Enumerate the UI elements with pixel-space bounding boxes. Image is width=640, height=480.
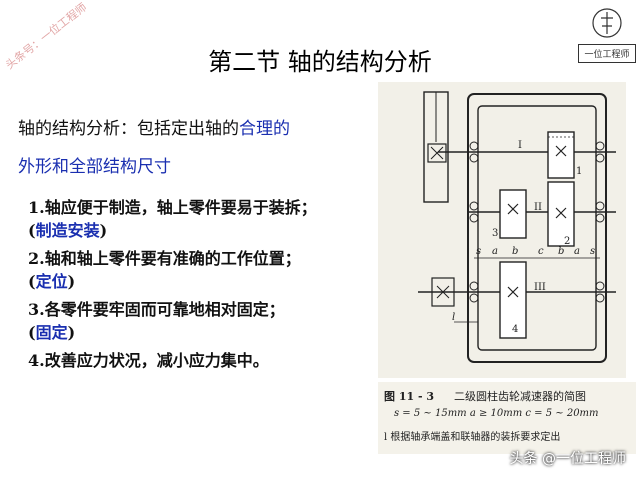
point-3-main: 3.各零件要牢固而可靠地相对固定； xyxy=(28,300,285,319)
logo: 一位工程师 xyxy=(578,4,636,64)
logo-text: 一位工程师 xyxy=(578,44,636,63)
shaft-label-III: III xyxy=(534,282,546,293)
logo-emblem-icon xyxy=(592,8,622,38)
point-3: 3.各零件要牢固而可靠地相对固定； (固定) xyxy=(28,298,418,344)
point-2: 2.轴和轴上零件要有准确的工作位置； (定位) xyxy=(28,247,418,293)
footer-credit: 头条 @一位工程师 xyxy=(509,451,626,467)
point-2-main: 2.轴和轴上零件要有准确的工作位置； xyxy=(28,249,301,268)
point-1-sub: (制造安装) xyxy=(28,221,108,240)
dim-label-b2: b xyxy=(558,246,564,257)
gear-label-1: 1 xyxy=(576,166,582,177)
reducer-diagram: s a b c b a s l I II III 1 2 3 4 xyxy=(378,82,626,378)
caption-fig-title: 二级圆柱齿轮减速器的简图 xyxy=(454,390,586,403)
figure-caption: 图 11 - 3 二级圆柱齿轮减速器的简图 s = 5 ~ 15mm a ≥ 1… xyxy=(378,382,636,454)
dim-label-c: c xyxy=(538,246,544,257)
dim-label-a1: a xyxy=(492,246,498,257)
reducer-schematic: s a b c b a s l I II III 1 2 3 4 xyxy=(418,91,616,363)
bearing-icon xyxy=(469,141,605,163)
point-4: 4.改善应力状况，减小应力集中。 xyxy=(28,349,418,372)
dim-label-s1: s xyxy=(476,246,481,257)
caption-line-3: l 根据轴承端盖和联轴器的装拆要求定出 xyxy=(384,432,561,443)
gear-label-2: 2 xyxy=(564,236,570,247)
shaft-label-II: II xyxy=(534,202,542,213)
dim-label-l: l xyxy=(452,312,455,323)
point-4-main: 4.改善应力状况，减小应力集中。 xyxy=(28,351,269,370)
gear-label-3: 3 xyxy=(492,228,498,239)
dim-label-s2: s xyxy=(590,246,595,257)
dim-label-a2: a xyxy=(574,246,580,257)
intro-highlight-1: 合理的 xyxy=(239,119,290,139)
page-title: 第二节 轴的结构分析 xyxy=(208,48,432,76)
shaft-label-I: I xyxy=(518,140,522,151)
intro-part1: 轴的结构分析：包括定出轴的 xyxy=(18,119,239,139)
point-3-sub: (固定) xyxy=(28,323,76,342)
point-2-sub: (定位) xyxy=(28,272,76,291)
intro-highlight-2: 外形和全部结构尺寸 xyxy=(18,157,171,177)
point-1: 1.轴应便于制造，轴上零件要易于装拆； (制造安装) xyxy=(28,196,418,242)
points-list: 1.轴应便于制造，轴上零件要易于装拆； (制造安装) 2.轴和轴上零件要有准确的… xyxy=(28,196,418,377)
intro-text: 轴的结构分析：包括定出轴的合理的 外形和全部结构尺寸 xyxy=(18,110,388,186)
point-1-main: 1.轴应便于制造，轴上零件要易于装拆； xyxy=(28,198,317,217)
caption-line-2: s = 5 ~ 15mm a ≥ 10mm c = 5 ~ 20mm xyxy=(394,408,599,419)
caption-fig-no: 图 11 - 3 xyxy=(384,390,435,403)
gear-label-4: 4 xyxy=(512,324,518,335)
dim-label-b1: b xyxy=(512,246,518,257)
